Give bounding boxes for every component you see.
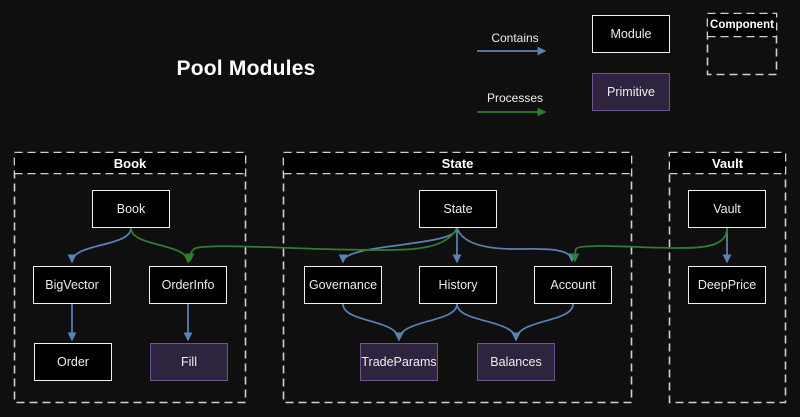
edge-governance-tradeparams [342,303,404,342]
node-vault: Vault [688,190,766,228]
vault-container-border [668,151,787,404]
edge-vault-account [570,227,728,263]
node-governance-label: Governance [308,278,378,292]
node-book: Book [92,190,170,228]
edge-account-balances [511,303,574,342]
node-balances-label: Balances [490,355,542,369]
node-governance: Governance [304,266,382,304]
legend-component-label: Component [708,14,776,36]
node-tradeparams: TradeParams [360,343,438,381]
edge-history-tradeparams [394,303,458,342]
legend-primitive-label: Primitive [607,85,655,99]
book-container-border [13,151,247,404]
edge-state-orderinfo [185,227,458,263]
node-tradeparams-label: TradeParams [361,355,437,369]
edge-state-governance [338,227,458,264]
state-container-border [282,151,633,404]
node-orderinfo-label: OrderInfo [161,278,215,292]
node-balances: Balances [477,343,555,381]
node-orderinfo: OrderInfo [149,266,227,304]
legend-contains-label: Contains [491,31,539,45]
state-container-header: State [284,153,631,173]
legend-module-box: Module [592,15,670,53]
edge-book-bigvector [67,227,132,264]
legend-primitive-box: Primitive [592,73,670,111]
book-container-header: Book [15,153,245,173]
node-order-label: Order [57,355,89,369]
node-history-label: History [438,278,478,292]
node-vault-label: Vault [713,202,741,216]
vault-container-header: Vault [670,153,785,173]
edge-state-account [456,227,577,263]
processes-edges [130,107,728,264]
node-account: Account [534,266,612,304]
node-order: Order [34,343,112,381]
node-bigvector: BigVector [33,266,111,304]
node-fill: Fill [150,343,228,381]
node-state-label: State [443,202,473,216]
node-account-label: Account [550,278,596,292]
edge-history-balances [456,303,521,342]
node-deepprice: DeepPrice [688,266,766,304]
node-deepprice-label: DeepPrice [697,278,757,292]
diagram-title: Pool Modules [176,57,316,80]
node-state: State [419,190,497,228]
node-fill-label: Fill [181,355,197,369]
legend-module-label: Module [610,27,652,41]
node-history: History [419,266,497,304]
legend-processes-label: Processes [486,91,544,105]
node-bigvector-label: BigVector [45,278,99,292]
node-book-label: Book [116,202,146,216]
edge-book-orderinfo [130,227,193,264]
